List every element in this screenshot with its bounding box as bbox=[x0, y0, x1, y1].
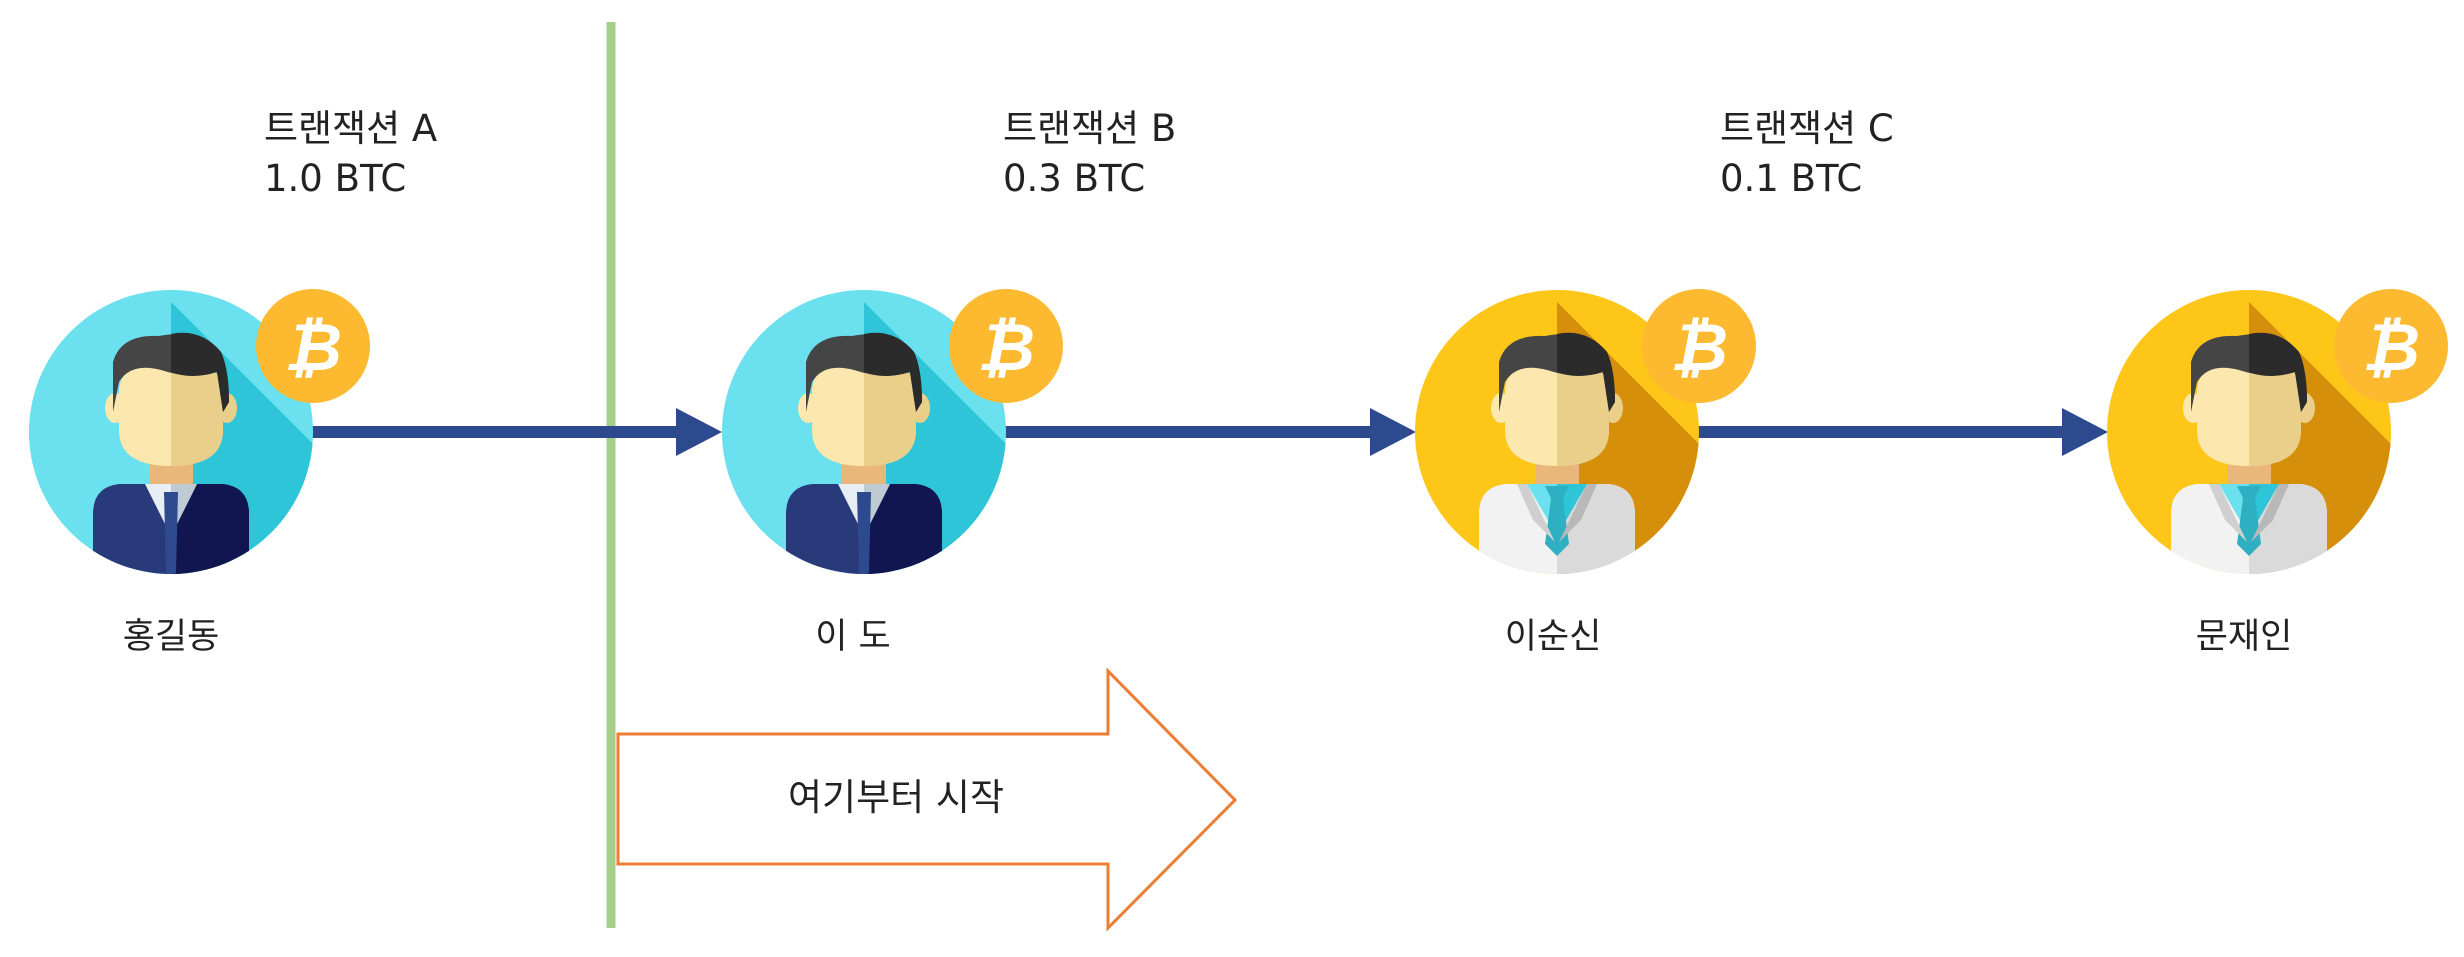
start-arrow-shape bbox=[616, 667, 1238, 932]
person-moon-jaein: ₿ bbox=[2107, 289, 2448, 574]
transaction-c-label: 트랜잭션 C 0.1 BTC bbox=[1720, 107, 1894, 200]
person-name-i-sunsin: 이순신 bbox=[1505, 617, 1602, 657]
person-name-moon-jaein: 문재인 bbox=[2196, 617, 2293, 657]
transaction-a-amount: 1.0 BTC bbox=[264, 157, 406, 200]
transaction-c-amount: 0.1 BTC bbox=[1720, 157, 1862, 200]
transaction-b-amount: 0.3 BTC bbox=[1003, 157, 1145, 200]
svg-text:₿: ₿ bbox=[2362, 309, 2420, 386]
transaction-b-title: 트랜잭션 B bbox=[1003, 107, 1176, 150]
bitcoin-coin-icon: ₿ bbox=[1642, 289, 1756, 403]
person-i-do: ₿ bbox=[722, 289, 1063, 574]
flow-arrow-c bbox=[1698, 408, 2108, 456]
bitcoin-coin-icon: ₿ bbox=[2334, 289, 2448, 403]
start-arrow: 여기부터 시작 bbox=[616, 667, 1238, 932]
person-name-hong-gildong: 홍길동 bbox=[123, 617, 220, 657]
transaction-a-title: 트랜잭션 A bbox=[264, 107, 437, 150]
flow-arrow-b bbox=[1005, 408, 1416, 456]
transaction-b-label: 트랜잭션 B 0.3 BTC bbox=[1003, 107, 1176, 200]
person-avatar-icon bbox=[2107, 290, 2391, 574]
svg-text:₿: ₿ bbox=[1670, 309, 1728, 386]
start-arrow-label: 여기부터 시작 bbox=[788, 776, 1004, 819]
bitcoin-coin-icon: ₿ bbox=[949, 289, 1063, 403]
transaction-c-title: 트랜잭션 C bbox=[1720, 107, 1894, 150]
flow-arrow-a bbox=[312, 408, 722, 456]
transaction-a-label: 트랜잭션 A 1.0 BTC bbox=[264, 107, 437, 200]
svg-text:₿: ₿ bbox=[977, 309, 1035, 386]
svg-text:₿: ₿ bbox=[284, 309, 342, 386]
person-hong-gildong: ₿ bbox=[29, 289, 370, 574]
person-i-sunsin: ₿ bbox=[1415, 289, 1756, 574]
bitcoin-coin-icon: ₿ bbox=[256, 289, 370, 403]
person-avatar-icon bbox=[29, 290, 313, 574]
person-name-i-do: 이 도 bbox=[815, 617, 891, 657]
